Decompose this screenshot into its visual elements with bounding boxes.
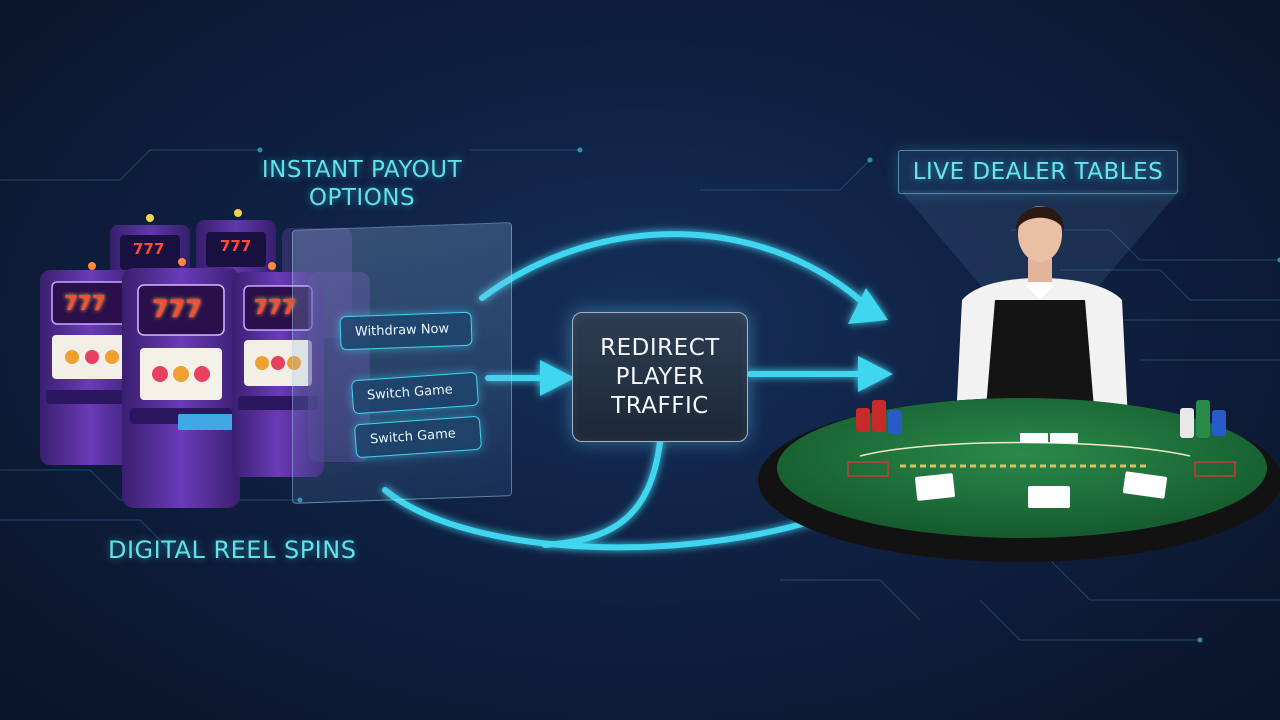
live-dealer-tables-heading: LIVE DEALER TABLES xyxy=(898,150,1178,194)
arrowhead-left xyxy=(540,360,575,396)
redirect-traffic-label: REDIRECT PLAYER TRAFFIC xyxy=(600,334,720,419)
slot-display-777-back-left: 777 xyxy=(133,240,165,258)
arrowhead-top xyxy=(848,288,888,324)
arrow-top-curve xyxy=(479,231,863,303)
withdraw-now-button[interactable]: Withdraw Now xyxy=(339,311,473,351)
slot-display-777-left: 777 xyxy=(64,291,106,315)
arrow-center-down xyxy=(542,439,663,548)
arrow-bottom-curve xyxy=(382,487,848,551)
slot-display-777-center: 777 xyxy=(152,295,203,323)
slot-display-777-right: 777 xyxy=(254,295,296,319)
digital-reel-spins-heading: DIGITAL REEL SPINS xyxy=(108,536,357,564)
instant-payout-heading: INSTANT PAYOUT OPTIONS xyxy=(261,157,463,211)
blackjack-table xyxy=(758,398,1280,562)
arrowhead-right xyxy=(858,356,893,392)
slot-display-777-back-right: 777 xyxy=(220,237,252,255)
redirect-traffic-box: REDIRECT PLAYER TRAFFIC xyxy=(572,312,748,442)
slot-machines xyxy=(40,209,370,508)
payout-options-panel xyxy=(292,222,512,504)
flow-arrows xyxy=(382,231,868,551)
circuit-lines xyxy=(0,149,1280,641)
